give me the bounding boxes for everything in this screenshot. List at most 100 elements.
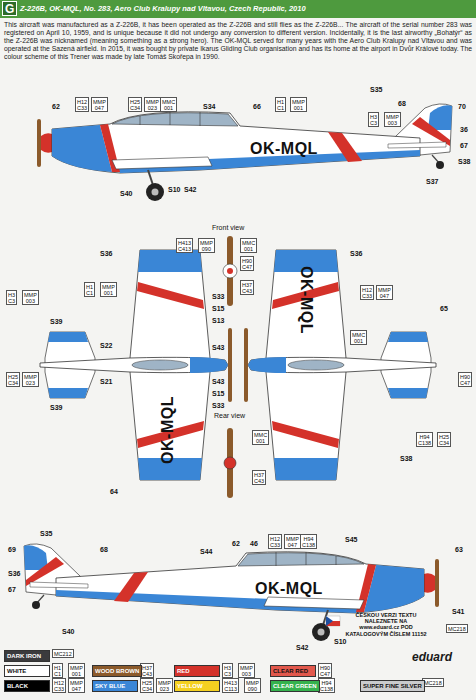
paint-name: WHITE xyxy=(7,668,26,674)
color-code-box: H37 C43 xyxy=(252,470,266,485)
color-code-box: MMP 047 xyxy=(376,285,393,300)
right-side-view xyxy=(24,544,439,641)
callout-number: S36 xyxy=(8,570,20,578)
color-code-box: H94 C138 xyxy=(300,534,317,549)
paint-name: CLEAR RED xyxy=(273,668,308,674)
color-code-box: MMP 003 xyxy=(22,290,39,305)
callout-number: S37 xyxy=(426,178,438,186)
callout-number: 62 xyxy=(232,540,240,548)
paint-name: SKY BLUE xyxy=(95,683,125,689)
paint-name: BLACK xyxy=(7,683,28,689)
color-code-box: MMP 023 xyxy=(144,97,161,112)
color-code-box: H25 C34 xyxy=(437,432,451,447)
paint-swatch: WOOD BROWN xyxy=(92,665,142,677)
paint-swatch: SUPER FINE SILVER xyxy=(360,680,425,692)
callout-number: S41 xyxy=(452,608,464,616)
callout-number: S13 xyxy=(212,317,224,325)
callout-number: 66 xyxy=(253,103,261,111)
color-code-box: MMC 001 xyxy=(350,330,367,345)
paint-name: YELLOW xyxy=(177,683,203,689)
paint-name: SUPER FINE SILVER xyxy=(363,683,422,689)
color-code-box: H12 C33 xyxy=(52,678,66,693)
color-code-box: H90 C47 xyxy=(318,663,332,678)
color-code-box: MMP 047 xyxy=(68,678,85,693)
callout-number: 70 xyxy=(458,103,466,111)
callout-number: S34 xyxy=(203,103,215,111)
callout-number: S39 xyxy=(50,404,62,412)
view-caption: Rear view xyxy=(214,412,245,420)
callout-number: S22 xyxy=(100,342,112,350)
color-code-box: H37 C43 xyxy=(240,280,254,295)
callout-number: S40 xyxy=(120,190,132,198)
color-code-box: H1 C1 xyxy=(275,97,286,112)
view-caption: Front view xyxy=(212,224,244,232)
callout-number: S38 xyxy=(400,455,412,463)
color-code-box: MMP 090 xyxy=(244,678,261,693)
top-view xyxy=(40,250,232,480)
callout-number: S44 xyxy=(200,548,212,556)
color-code-box: MMP 003 xyxy=(384,112,401,127)
callout-number: S35 xyxy=(370,86,382,94)
color-code-box: H90 C47 xyxy=(458,372,472,387)
callout-number: S42 xyxy=(184,186,196,194)
rear-view-propeller xyxy=(224,428,236,498)
color-code-box: H1 C1 xyxy=(84,282,95,297)
registration-marking: OK-MQL xyxy=(250,140,318,158)
callout-number: S45 xyxy=(345,536,357,544)
callout-number: S15 xyxy=(212,390,224,398)
bottom-view xyxy=(244,250,436,480)
czech-flag-blue xyxy=(326,616,333,626)
color-code-box: H94 C138 xyxy=(416,432,433,447)
color-code-box: H94 C138 xyxy=(318,678,335,693)
paint-swatch: WHITE xyxy=(4,665,50,677)
registration-marking: OK-MQL xyxy=(255,580,323,598)
sheet-title: Z-226B, OK-MQL, No. 283, Aero Club Kralu… xyxy=(20,4,306,13)
callout-number: S36 xyxy=(350,250,362,258)
color-code-box: H25 C34 xyxy=(140,678,154,693)
callout-number: S15 xyxy=(212,305,224,313)
paint-swatch: BLACK xyxy=(4,680,50,692)
callout-number: 67 xyxy=(8,586,16,594)
callout-number: 62 xyxy=(52,103,60,111)
web-note: ČESKOU VERZI TEXTU NALEZNETE NA www.edua… xyxy=(345,612,427,637)
color-code-box: MMC 001 xyxy=(252,430,269,445)
callout-number: S33 xyxy=(212,293,224,301)
callout-number: S43 xyxy=(212,344,224,352)
callout-number: 69 xyxy=(8,546,16,554)
front-view-propeller xyxy=(223,236,237,306)
badge-letter: G xyxy=(5,3,14,16)
color-code-box: H1 C1 xyxy=(52,663,63,678)
color-code-box: MMC 001 xyxy=(240,238,257,253)
paint-swatch: CLEAR RED xyxy=(270,665,316,677)
color-code-box: MC218 xyxy=(422,678,444,687)
callout-number: 36 xyxy=(460,126,468,134)
paint-swatch: CLEAR GREEN xyxy=(270,680,320,692)
profile-letter-badge: G xyxy=(2,1,17,16)
color-code-box: H3 C3 xyxy=(6,290,17,305)
callout-number: 63 xyxy=(455,546,463,554)
color-code-box: H413 C413 xyxy=(176,238,193,253)
color-code-box: MMP 001 xyxy=(290,97,307,112)
registration-marking: OK-MQL xyxy=(159,396,177,464)
paint-name: CLEAR GREEN xyxy=(273,683,317,689)
color-code-box: H25 C34 xyxy=(128,97,142,112)
color-code-box: H12 C33 xyxy=(75,97,89,112)
description-text: This aircraft was manufactured as a Z-22… xyxy=(4,21,472,61)
callout-number: S10 xyxy=(334,638,346,646)
color-code-box: H12 C33 xyxy=(360,285,374,300)
callout-number: S10 xyxy=(168,186,180,194)
left-side-view xyxy=(37,104,452,201)
color-code-box: MMP 023 xyxy=(22,372,39,387)
registration-marking: OK-MQL xyxy=(297,266,315,334)
paint-swatch: YELLOW xyxy=(174,680,220,692)
color-code-box: MMP 090 xyxy=(198,238,215,253)
color-code-box: H12 C33 xyxy=(268,534,282,549)
callout-number: 67 xyxy=(460,142,468,150)
callout-number: S38 xyxy=(458,158,470,166)
callout-number: S39 xyxy=(50,318,62,326)
callout-number: 64 xyxy=(110,488,118,496)
paint-name: RED xyxy=(177,668,190,674)
color-code-box: MMP 023 xyxy=(156,678,173,693)
callout-number: 68 xyxy=(100,546,108,554)
